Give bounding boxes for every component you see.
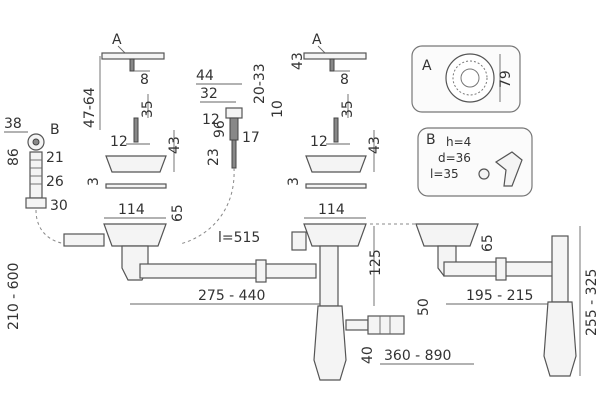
dim-h4: h=4 [446, 135, 471, 149]
dim-10: 10 [270, 100, 286, 118]
dim-12-center: 12 [202, 112, 220, 128]
dim-43-top: 43 [290, 52, 306, 70]
dim-32: 32 [200, 86, 218, 102]
dim-275-440: 275 - 440 [198, 288, 265, 304]
dim-21: 21 [46, 150, 64, 166]
dim-114-left: 114 [118, 202, 145, 218]
dim-360-890: 360 - 890 [384, 348, 451, 364]
dim-210-600: 210 - 600 [6, 263, 22, 330]
callout-a: A 79 [411, 45, 521, 113]
strainer-a-right: A 8 43 [290, 32, 367, 88]
dim-3-right: 3 [286, 177, 302, 186]
dim-35-right: 35 [340, 100, 356, 118]
dim-43-right: 43 [367, 136, 383, 154]
dim-125: 125 [368, 249, 384, 276]
strainer-a-left: A 8 47-64 [82, 32, 165, 130]
dim-43-left: 43 [167, 136, 183, 154]
bolt-left: 35 12 [110, 94, 156, 150]
dim-79: 79 [498, 70, 514, 88]
dim-65-right: 65 [480, 234, 496, 252]
dim-l515: l=515 [218, 230, 260, 246]
callout-b: B h=4 d=36 l=35 [417, 127, 533, 197]
dim-8-left: 8 [140, 72, 149, 88]
dim-35-left: 35 [140, 100, 156, 118]
dim-50: 50 [416, 298, 432, 316]
dim-47-64: 47-64 [82, 87, 98, 128]
dim-23: 23 [206, 148, 222, 166]
dim-40: 40 [360, 346, 376, 364]
label-part-a-left: A [112, 32, 122, 48]
dim-3-left: 3 [86, 177, 102, 186]
side-outlet-left: 38 B 86 21 26 30 [4, 116, 71, 245]
dim-12-right: 12 [310, 134, 328, 150]
bolt-right: 35 12 [310, 94, 356, 150]
dim-26: 26 [46, 174, 64, 190]
dim-38: 38 [4, 116, 22, 132]
dim-44: 44 [196, 68, 214, 84]
dim-114-mid: 114 [318, 202, 345, 218]
dim-86: 86 [6, 148, 22, 166]
dim-195-215: 195 - 215 [466, 288, 533, 304]
callout-b-title: B [426, 132, 436, 148]
basket-right: 43 3 [286, 130, 383, 189]
main-siphon: 114 65 l=515 210 - 600 275 - 440 114 125… [6, 202, 474, 381]
single-bowl-variant: 65 195 - 215 255 - 325 [370, 223, 600, 377]
label-part-a-right: A [312, 32, 322, 48]
dim-255-325: 255 - 325 [584, 269, 600, 336]
dim-12-left: 12 [110, 134, 128, 150]
label-part-b: B [50, 122, 60, 138]
dim-l35: l=35 [430, 167, 459, 181]
dim-17: 17 [242, 130, 260, 146]
callout-a-title: A [422, 58, 432, 74]
overflow-assembly: 44 32 20-33 10 96 12 17 23 [179, 63, 286, 245]
dim-96: 96 [212, 120, 228, 138]
dim-20-33: 20-33 [252, 63, 268, 104]
dim-30: 30 [50, 198, 68, 214]
dim-8-right: 8 [340, 72, 349, 88]
dim-65-left: 65 [170, 204, 186, 222]
dim-d36: d=36 [438, 151, 471, 165]
basket-left: 43 3 [86, 130, 183, 189]
